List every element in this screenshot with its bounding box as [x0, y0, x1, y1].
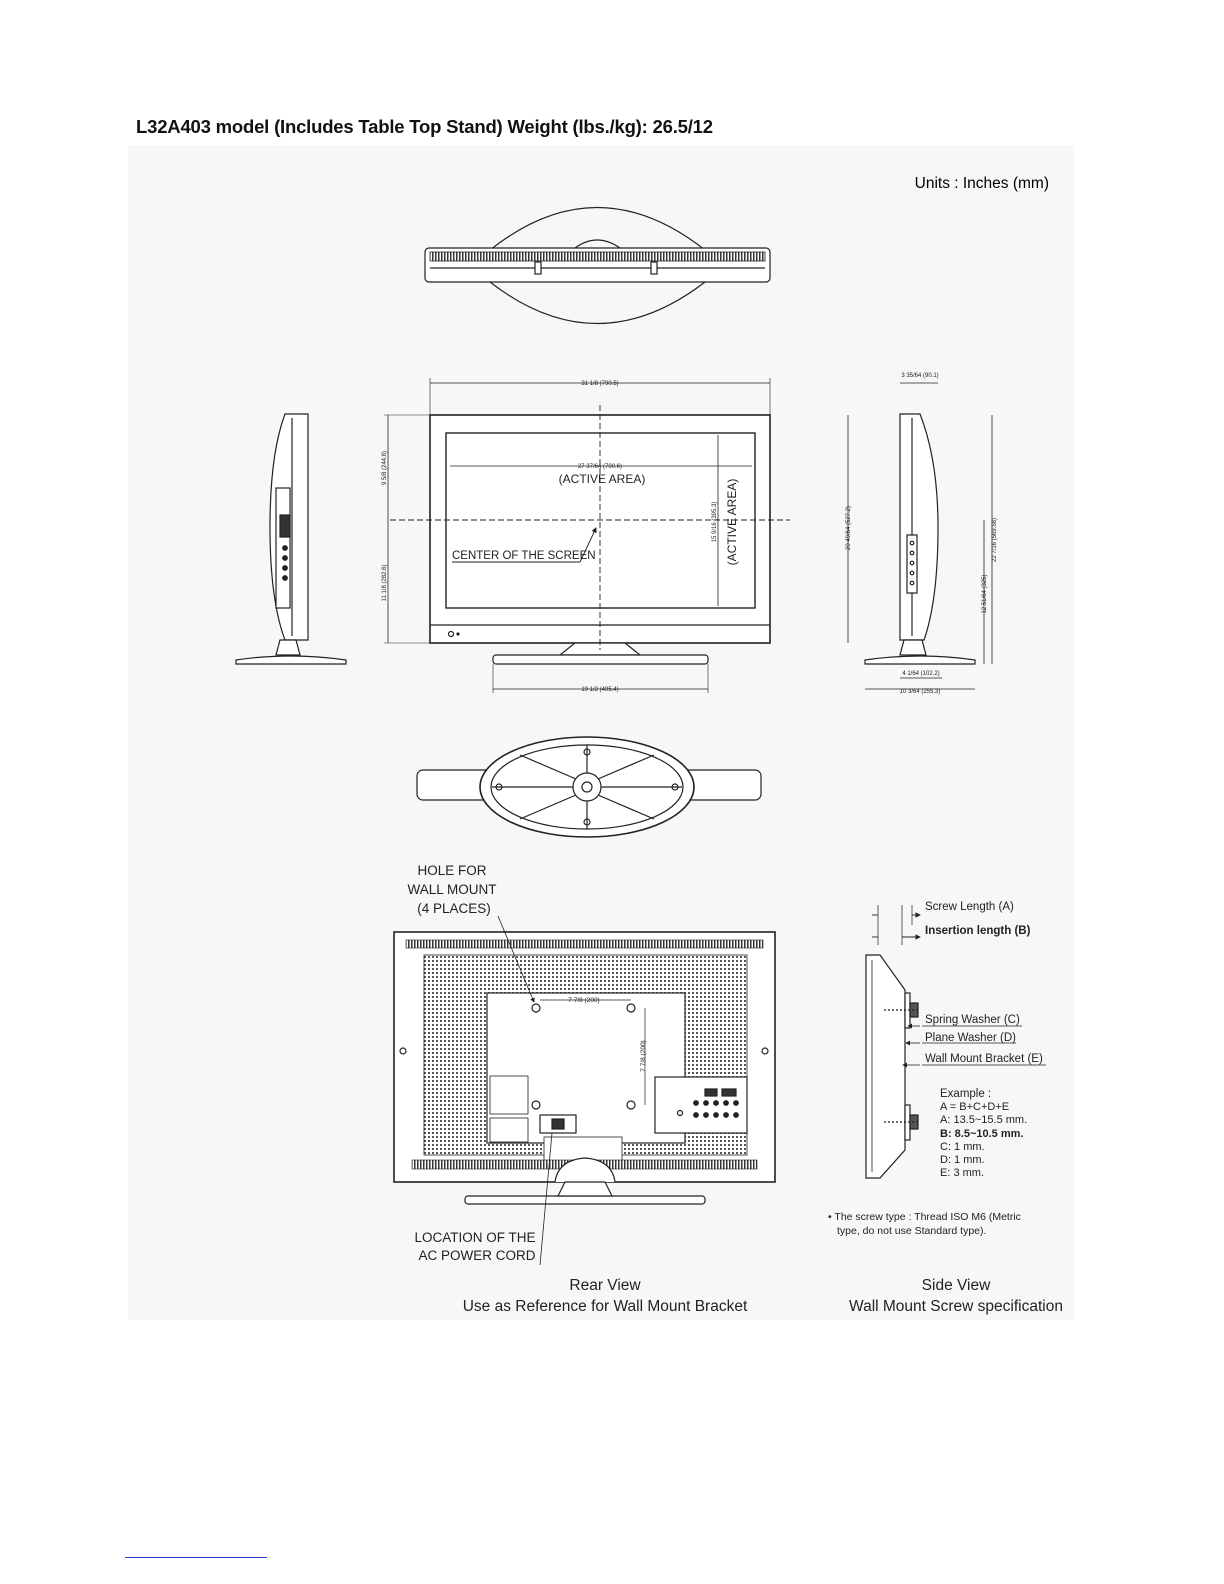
- units-label: Units : Inches (mm): [915, 175, 1049, 192]
- example-line: A = B+C+D+E: [940, 1101, 1009, 1113]
- plane-washer-label: Plane Washer (D): [925, 1032, 1016, 1044]
- example-line: A: 13.5~15.5 mm.: [940, 1114, 1027, 1126]
- upper-height-dimension: 9 5/8 (244.8): [382, 451, 388, 485]
- example-line: D: 1 mm.: [940, 1154, 985, 1166]
- screw-note-line2: type, do not use Standard type).: [837, 1225, 986, 1237]
- hole-horizontal-dimension: 7 7/8 (200): [568, 997, 599, 1004]
- left-side-view: [235, 413, 347, 665]
- insertion-length-label: Insertion length (B): [925, 925, 1031, 937]
- stand-depth-dimension: 10 3/64 (255.3): [900, 689, 941, 695]
- active-area-label-vertical: (ACTIVE AREA): [725, 479, 739, 566]
- front-view: [384, 378, 790, 693]
- hole-label-line3: (4 PLACES): [417, 901, 491, 916]
- center-of-screen-label: CENTER OF THE SCREEN: [452, 550, 596, 562]
- page-title: L32A403 model (Includes Table Top Stand)…: [136, 116, 713, 137]
- rear-view: [393, 915, 776, 1266]
- lower-height-dimension: 11 1/8 (282.6): [382, 565, 388, 602]
- stand-bottom-view: [416, 736, 762, 838]
- rear-view-subcaption: Use as Reference for Wall Mount Bracket: [463, 1298, 748, 1315]
- side-view-caption: Side View: [922, 1277, 991, 1294]
- power-cord-label-line1: LOCATION OF THE: [414, 1230, 535, 1245]
- example-line: B: 8.5~10.5 mm.: [940, 1128, 1023, 1140]
- hole-label-line1: HOLE FOR: [417, 863, 486, 878]
- example-title: Example :: [940, 1088, 991, 1100]
- example-line: E: 3 mm.: [940, 1167, 984, 1179]
- screw-side-view: [865, 905, 1046, 1179]
- spring-washer-label: Spring Washer (C): [925, 1014, 1020, 1026]
- active-width-dimension: 27 37/64 (700.6): [578, 464, 622, 470]
- depth-top-dimension: 3 35/64 (90.1): [901, 373, 938, 379]
- hole-label-line2: WALL MOUNT: [407, 882, 496, 897]
- width-dimension: 31 1/8 (790.5): [581, 381, 618, 387]
- stand-width-dimension: 19 1/2 (495.4): [581, 687, 618, 693]
- active-area-label: (ACTIVE AREA): [559, 472, 646, 486]
- footer-rule: [125, 1557, 267, 1558]
- example-line: C: 1 mm.: [940, 1141, 985, 1153]
- center-height-dimension: 12 51/64 (325): [982, 574, 988, 613]
- power-cord-label-line2: AC POWER CORD: [418, 1248, 535, 1263]
- total-height-dimension: 20 49/64 (527.2): [846, 506, 852, 550]
- side-view-subcaption: Wall Mount Screw specification: [849, 1298, 1063, 1315]
- wall-bracket-label: Wall Mount Bracket (E): [925, 1053, 1043, 1065]
- screw-note-line1: • The screw type : Thread ISO M6 (Metric: [828, 1211, 1021, 1223]
- right-side-view: [847, 382, 993, 690]
- rear-view-caption: Rear View: [569, 1277, 641, 1294]
- stand-depth-inner-dimension: 4 1/64 (102.2): [902, 671, 939, 677]
- hole-vertical-dimension: 7 7/8 (200): [640, 1040, 647, 1071]
- active-height-dimension: 15 9/16 (395.3): [712, 502, 718, 543]
- screw-length-label: Screw Length (A): [925, 901, 1014, 913]
- top-view: [424, 206, 771, 325]
- height-with-stand-dimension: 22 7/16 (569.58): [992, 518, 998, 562]
